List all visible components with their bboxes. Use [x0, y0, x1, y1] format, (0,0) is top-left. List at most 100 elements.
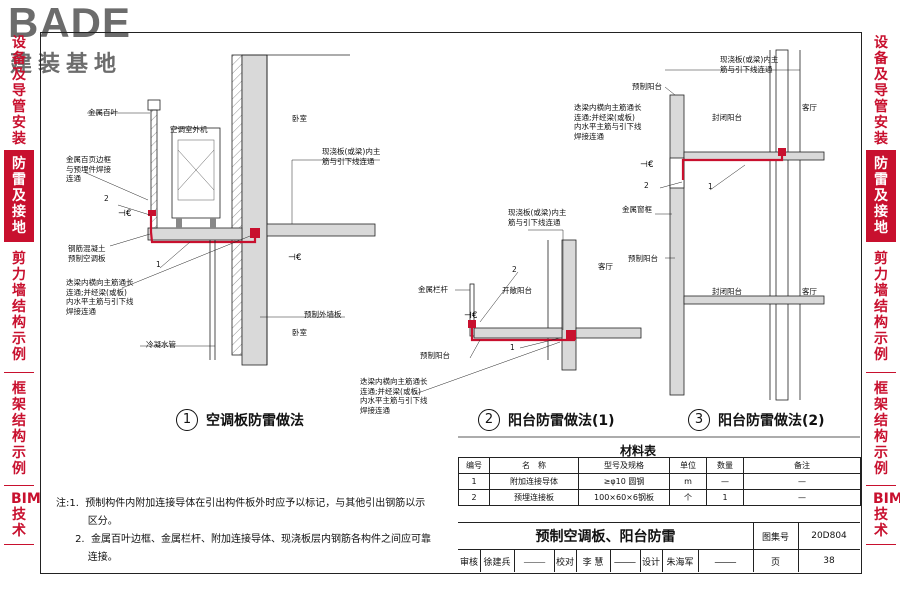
material-table-title: 材料表 [620, 444, 657, 458]
design-label: 设计 [640, 550, 663, 572]
detail-3-drawing: ⊣€ [640, 49, 825, 401]
label-metal-louver: 金属百叶 [88, 108, 118, 117]
table-cell: 附加连接导体 [489, 473, 579, 490]
slab [575, 327, 642, 339]
caption-detail-2: 2 阳台防雷做法(1) [478, 409, 615, 431]
balcony-wall [669, 94, 685, 396]
sidebar-item-shearwall[interactable]: 剪力墙结构示例 [4, 242, 34, 373]
drawing-frame [40, 32, 862, 574]
label-num-2-d3: 2 [644, 181, 649, 190]
caption-detail-1: 1 空调板防雷做法 [176, 409, 304, 431]
label-beam-note-1: 迭梁内横向主筋通长 连通;并经梁(或板) 内水平主筋与引下线 焊接连通 [66, 278, 134, 316]
label-precast-balcony: 预制阳台 [420, 351, 450, 360]
label-cast-slab-1: 现浇板(或梁)内主 筋与引下线连通 [322, 147, 381, 166]
title-block: 预制空调板、阳台防雷 图集号 20D804 审核 徐建兵 ⸻ 校对 李 慧 ⸻ … [458, 522, 860, 573]
label-ac-unit: 空调室外机 [170, 125, 208, 134]
label-metal-window-frame: 金属窗框 [622, 205, 652, 214]
drawing-title: 预制空调板、阳台防雷 [458, 523, 754, 550]
table-cell: 个 [669, 489, 707, 506]
table-cell: — [706, 473, 744, 490]
label-rc-ac-board: 钢筋混凝土 预制空调板 [68, 244, 106, 263]
reviewer-signature: ⸻ [514, 550, 555, 572]
sidebar-item-equipment[interactable]: 设备及导管安装 [866, 32, 896, 151]
column-header: 型号及规格 [578, 457, 670, 474]
label-bedroom-2: 卧室 [292, 328, 307, 337]
label-enclosed-balcony-1: 封闭阳台 [712, 113, 742, 122]
label-beam-note-2: 迭梁内横向主筋通长 连通;并经梁(或板) 内水平主筋与引下线 焊接连通 [360, 377, 428, 415]
label-precast-balcony-3a: 预制阳台 [632, 82, 662, 91]
label-enclosed-balcony-2: 封闭阳台 [712, 287, 742, 296]
designer-signature: ⸻ [698, 550, 754, 572]
metal-louver [150, 109, 158, 229]
label-living-room-3b: 客厅 [802, 287, 817, 296]
table-row: 2 预埋连接板 100×60×6钢板 个 1 — [458, 489, 861, 506]
svg-text:⊣€: ⊣€ [464, 311, 478, 321]
label-num-2-d2: 2 [512, 265, 517, 274]
label-living-room-2: 客厅 [598, 262, 613, 271]
label-open-balcony: 开敞阳台 [502, 286, 532, 295]
table-cell: — [743, 489, 861, 506]
sidebar-item-shearwall[interactable]: 剪力墙结构示例 [866, 242, 896, 373]
page-label: 页 [753, 550, 799, 572]
label-num-2-d1: 2 [104, 194, 109, 203]
sidebar-item-label: 设备及导管安装 [12, 35, 26, 147]
label-beam-note-3: 迭梁内横向主筋通长 连通;并经梁(或板) 内水平主筋与引下线 焊接连通 [574, 103, 642, 141]
notes-block: 注:1. 预制构件内附加连接导体在引出构件板外时应予以标记，与其他引出钢筋以示 … [56, 495, 431, 567]
svg-text:⊣€: ⊣€ [640, 160, 654, 170]
atlas-number: 20D804 [798, 523, 860, 550]
svg-text:⊣€: ⊣€ [118, 209, 132, 219]
label-num-1-d3: 1 [708, 182, 713, 191]
table-cell: 预埋连接板 [489, 489, 579, 506]
sidebar-item-equipment[interactable]: 设备及导管安装 [4, 32, 34, 151]
material-table: 编号 名 称 型号及规格 单位 数量 备注 1 附加连接导体 ≥φ10 圆钢 m… [458, 457, 861, 506]
label-bedroom-1: 卧室 [292, 114, 307, 123]
label-living-room-3a: 客厅 [802, 103, 817, 112]
table-header-row: 编号 名 称 型号及规格 单位 数量 备注 [458, 457, 861, 474]
label-num-1-d2: 1 [510, 343, 515, 352]
lower-slab [683, 295, 825, 305]
label-precast-wall: 预制外墙板 [304, 310, 342, 319]
detail-number: 3 [688, 409, 710, 431]
detail-title: 空调板防雷做法 [206, 413, 304, 429]
sidebar-item-label: 剪力墙结构示例 [874, 251, 888, 363]
note-line: 区分。 [56, 516, 118, 527]
sidebar-item-frame[interactable]: 框架结构示例 [866, 373, 896, 486]
atlas-label: 图集号 [753, 523, 799, 550]
detail-number: 1 [176, 409, 198, 431]
brand-subtitle: 建装基地 [10, 52, 123, 77]
precast-balcony [473, 327, 563, 339]
label-cast-slab-3: 现浇板(或梁)内主 筋与引下线连通 [720, 55, 779, 74]
label-num-1-d1: 1 [156, 260, 161, 269]
sidebar-item-label: 框架结构示例 [874, 381, 888, 477]
ac-unit [171, 127, 221, 219]
label-metal-railing: 金属栏杆 [418, 285, 448, 294]
reviewer-name: 徐建兵 [480, 550, 515, 572]
table-cell: — [743, 473, 861, 490]
label-cast-slab-2: 现浇板(或梁)内主 筋与引下线连通 [508, 208, 567, 227]
column-header: 数量 [706, 457, 744, 474]
table-cell: 2 [458, 489, 490, 506]
sidebar-item-lightning[interactable]: 防雷及接地 [4, 151, 34, 242]
bonding-conductor [149, 212, 257, 244]
column-header: 编号 [458, 457, 490, 474]
sidebar-item-lightning[interactable]: 防雷及接地 [866, 151, 896, 242]
upper-slab [683, 151, 825, 161]
detail-1-drawing: ⊣€ ⊣€ [83, 54, 380, 366]
label-condense-pipe: 冷凝水管 [146, 340, 176, 349]
table-cell: 100×60×6钢板 [578, 489, 670, 506]
sidebar-item-frame[interactable]: 框架结构示例 [4, 373, 34, 486]
note-line: 2. 金属百叶边框、金属栏杆、附加连接导体、现浇板层内钢筋各构件之间应可靠 [56, 534, 431, 545]
column-header: 名 称 [489, 457, 579, 474]
table-row: 1 附加连接导体 ≥φ10 圆钢 m — — [458, 473, 861, 490]
check-label: 校对 [554, 550, 577, 572]
table-cell: m [669, 473, 707, 490]
label-precast-balcony-3b: 预制阳台 [628, 254, 658, 263]
sidebar-item-label: 设备及导管安装 [874, 35, 888, 147]
svg-text:⊣€: ⊣€ [288, 253, 302, 263]
sidebar-item-label: 防雷及接地 [874, 156, 888, 236]
sidebar-item-label: 防雷及接地 [12, 156, 26, 236]
